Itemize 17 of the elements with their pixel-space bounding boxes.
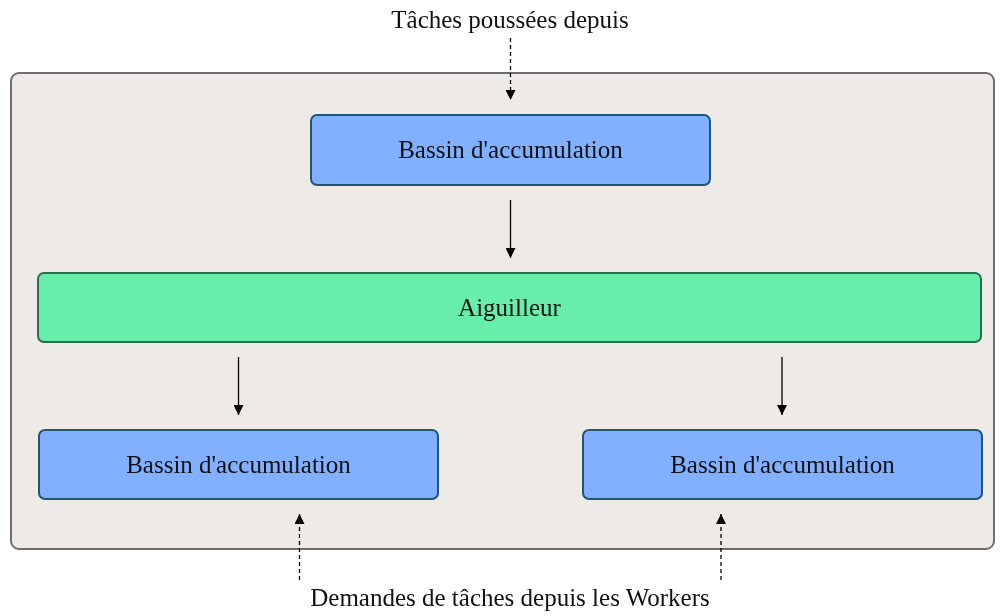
pool-box: [582, 429, 983, 500]
box-label: Bassin d'accumulation: [670, 450, 895, 479]
box-label: Bassin d'accumulation: [126, 450, 351, 479]
arrow: [777, 356, 787, 416]
arrow: [505, 199, 516, 259]
switch-box: [37, 272, 982, 343]
container-panel: [10, 72, 995, 550]
pool-box: [310, 114, 711, 186]
arrow: [233, 356, 244, 416]
box-label: Bassin d'accumulation: [398, 136, 623, 164]
arrow: [716, 513, 726, 581]
arrow: [294, 513, 305, 581]
box-label: Aiguilleur: [458, 293, 561, 322]
arrow: [505, 37, 516, 101]
caption-text: Demandes de tâches depuis les Workers: [310, 584, 710, 612]
caption-text: Tâches poussées depuis: [391, 6, 629, 34]
pool-box: [38, 429, 439, 500]
